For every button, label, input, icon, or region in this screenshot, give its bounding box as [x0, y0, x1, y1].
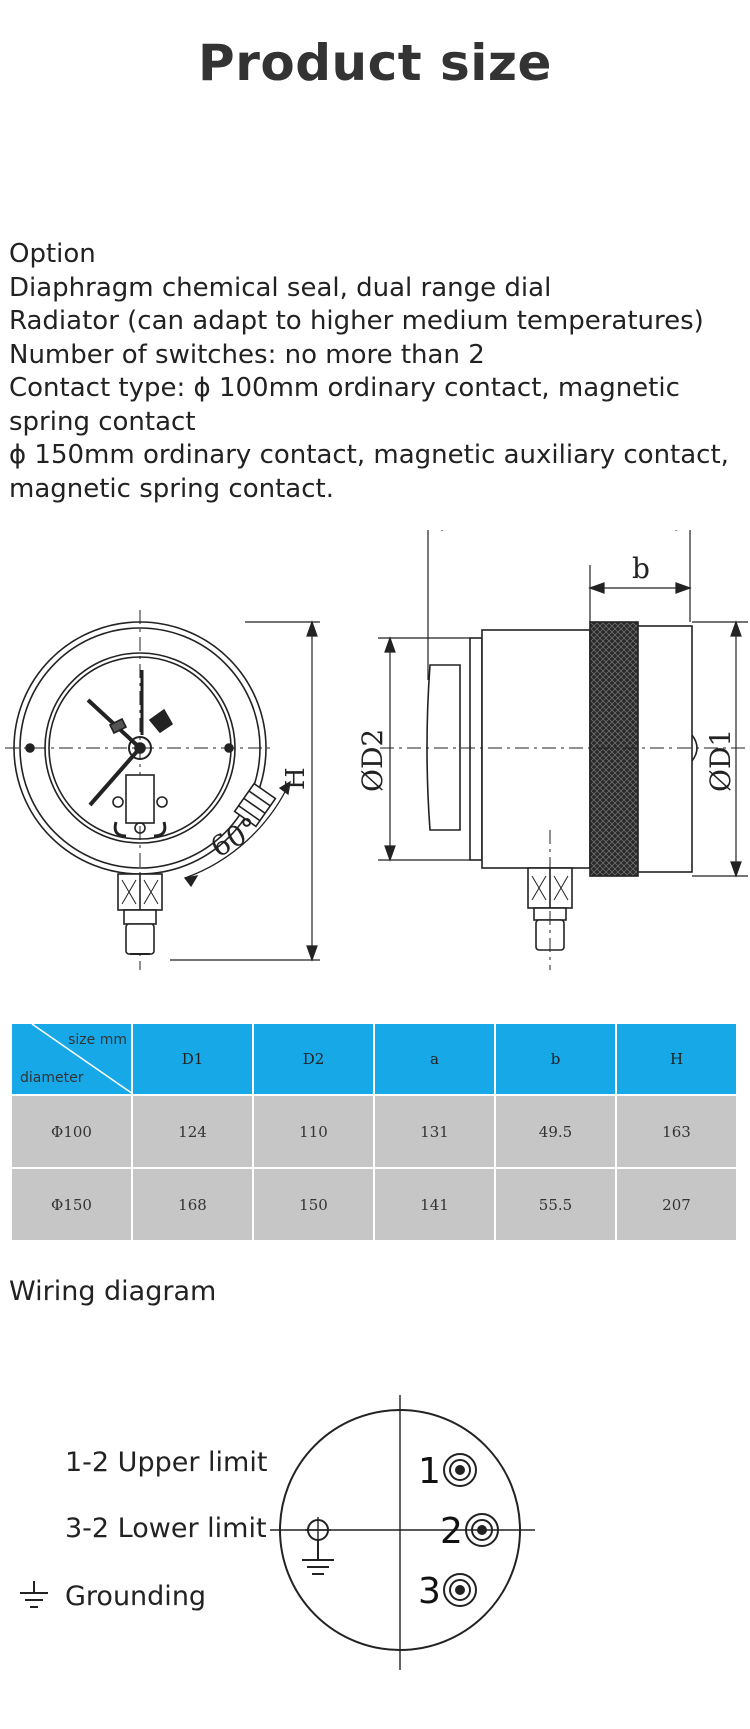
cell-value: 110 — [252, 1094, 375, 1169]
corner-size-label: size mm — [68, 1032, 127, 1048]
h-dimension-label: H — [281, 767, 311, 790]
cell-value: 168 — [131, 1167, 254, 1242]
legend-grounding-label: Grounding — [65, 1580, 207, 1612]
terminal-3 — [443, 1573, 477, 1607]
page-title: Product size — [198, 34, 552, 92]
row-diameter: Φ100 — [10, 1094, 133, 1169]
header-d1: D1 — [131, 1022, 254, 1096]
legend-upper-limit: 1-2 Upper limit — [65, 1447, 268, 1478]
d1-dimension-label: ØD1 — [704, 729, 737, 792]
cell-value: 141 — [373, 1167, 496, 1242]
option-list: Option Diaphragm chemical seal, dual ran… — [9, 238, 744, 506]
table-row: Φ100 124 110 131 49.5 163 — [10, 1094, 738, 1169]
ground-icon — [20, 1581, 48, 1608]
table-header-row: size mm diameter D1 D2 a b H — [10, 1022, 738, 1096]
header-d2: D2 — [252, 1022, 375, 1096]
b-dimension-label: b — [632, 552, 650, 585]
table-corner-cell: size mm diameter — [10, 1022, 133, 1096]
cell-value: 124 — [131, 1094, 254, 1169]
terminal-1 — [443, 1453, 477, 1487]
cell-value: 207 — [615, 1167, 738, 1242]
cell-value: 163 — [615, 1094, 738, 1169]
terminal-2 — [465, 1513, 499, 1547]
terminal-2-label: 2 — [440, 1511, 463, 1552]
option-item: Contact type: ϕ 100mm ordinary contact, … — [9, 373, 680, 437]
header-h: H — [615, 1022, 738, 1096]
option-item: ϕ 150mm ordinary contact, magnetic auxil… — [9, 440, 729, 504]
option-item: Diaphragm chemical seal, dual range dial — [9, 272, 552, 303]
option-item: Radiator (can adapt to higher medium tem… — [9, 306, 704, 336]
legend-grounding: Grounding — [16, 1579, 206, 1613]
dimension-drawing: 60° H — [5, 530, 748, 970]
header-b: b — [494, 1022, 617, 1096]
row-diameter: Φ150 — [10, 1167, 133, 1242]
front-view — [5, 610, 277, 970]
header-a: a — [373, 1022, 496, 1096]
corner-diagonal — [31, 1024, 133, 1094]
cell-value: 150 — [252, 1167, 375, 1242]
terminal-1-label: 1 — [418, 1451, 441, 1492]
wiring-title: Wiring diagram — [9, 1276, 217, 1307]
terminal-3-label: 3 — [418, 1571, 441, 1612]
cell-value: 131 — [373, 1094, 496, 1169]
corner-diameter-label: diameter — [20, 1070, 84, 1086]
d2-dimension-label: ØD2 — [356, 729, 389, 792]
option-item: Number of switches: no more than 2 — [9, 339, 485, 370]
legend-lower-limit: 3-2 Lower limit — [65, 1513, 267, 1544]
option-heading: Option — [9, 239, 96, 269]
cell-value: 49.5 — [494, 1094, 617, 1169]
table-row: Φ150 168 150 141 55.5 207 — [10, 1167, 738, 1242]
side-view — [380, 621, 745, 970]
size-table: size mm diameter D1 D2 a b H Φ100 124 11… — [10, 1022, 738, 1242]
cell-value: 55.5 — [494, 1167, 617, 1242]
wiring-diagram: 1 2 3 — [270, 1395, 535, 1670]
